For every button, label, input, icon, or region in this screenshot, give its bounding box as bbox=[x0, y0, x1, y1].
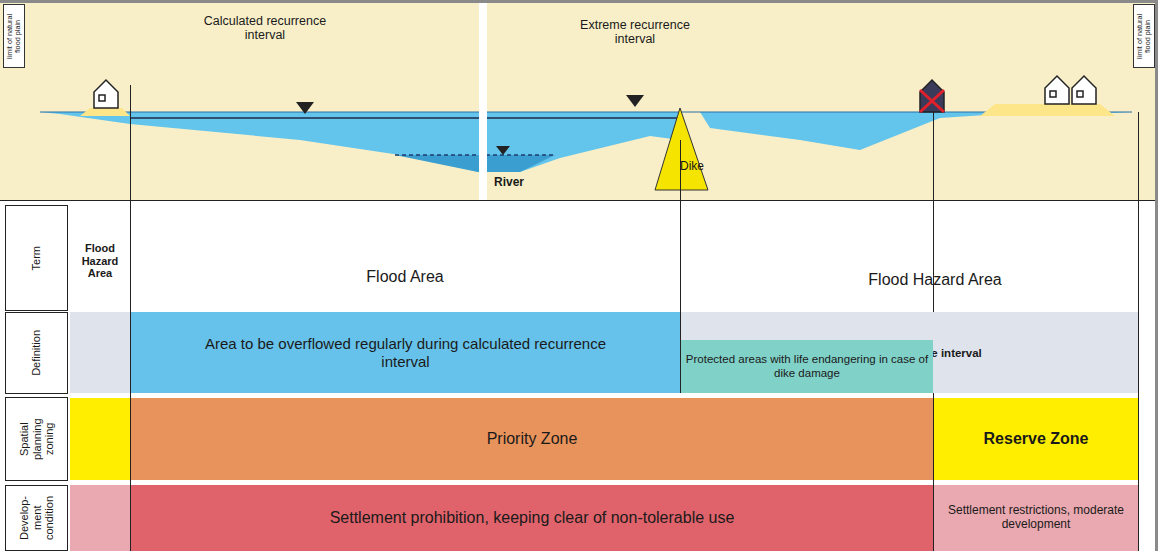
level-marker bbox=[296, 102, 314, 114]
cell-text: Area to be overflowed regularly during c… bbox=[191, 335, 620, 370]
filler-cell bbox=[70, 312, 130, 393]
prohibited-house bbox=[920, 80, 944, 112]
cell-text: Priority Zone bbox=[487, 430, 578, 448]
dike bbox=[655, 108, 708, 190]
level-marker bbox=[496, 146, 510, 155]
row-header: Develop-ment condition bbox=[5, 485, 68, 551]
river-gap bbox=[479, 0, 487, 200]
development-band: Settlement prohibition, keeping clear of… bbox=[131, 485, 933, 551]
definition-band: Area to be overflowed regularly during c… bbox=[131, 312, 680, 393]
water-right bbox=[700, 112, 1132, 150]
level-marker bbox=[626, 95, 644, 107]
row-header: Spatial planning zoning bbox=[5, 397, 68, 481]
house-icon bbox=[94, 76, 1096, 108]
house-mound bbox=[980, 104, 1115, 116]
ground bbox=[0, 0, 1158, 200]
definition-band: overflowed during defined extreme recurr… bbox=[681, 312, 1138, 393]
cell-text: Protected areas with life endangering in… bbox=[684, 353, 930, 379]
filler-cell bbox=[70, 485, 130, 551]
term-cell: Flood Hazard Area bbox=[760, 258, 1110, 303]
river-level bbox=[395, 154, 555, 156]
row-header: Definition bbox=[5, 312, 68, 394]
cell-text: Flood Hazard Area bbox=[868, 271, 1001, 289]
cell-text: Reserve Zone bbox=[984, 430, 1089, 448]
term-cell: Flood Hazard Area bbox=[70, 230, 130, 292]
limit-box: limit of natural flood plain bbox=[1133, 4, 1155, 68]
illustration-label: Calculated recurrence interval bbox=[190, 14, 340, 43]
house-mound bbox=[80, 108, 130, 116]
development-band: Settlement restrictions, moderate develo… bbox=[934, 485, 1138, 551]
calculated-level bbox=[130, 117, 680, 119]
cell-text: limit of natural flood plain bbox=[6, 8, 23, 64]
filler-cell bbox=[70, 398, 130, 480]
illustration-label: Extreme recurrence interval bbox=[560, 18, 710, 47]
term-cell: Flood Area bbox=[140, 255, 670, 300]
grid-line bbox=[0, 85, 1158, 551]
river-channel bbox=[395, 155, 555, 172]
cell-text: Definition bbox=[30, 330, 43, 376]
limit-box: limit of natural flood plain bbox=[3, 4, 25, 68]
cell-text: Develop-ment condition bbox=[18, 489, 56, 547]
water-left bbox=[40, 112, 680, 172]
cell-text: Term bbox=[30, 246, 43, 270]
zone-band: Priority Zone bbox=[131, 398, 933, 480]
illustration-label: Dike bbox=[672, 160, 712, 174]
illustration-label: River bbox=[489, 176, 529, 190]
cell-text: Spatial planning zoning bbox=[18, 401, 56, 477]
cell-text: limit of natural flood plain bbox=[1136, 8, 1153, 64]
zone-band: Reserve Zone bbox=[934, 398, 1138, 480]
row-header: Term bbox=[5, 205, 68, 311]
cell-text: Settlement prohibition, keeping clear of… bbox=[330, 509, 735, 527]
cell-text: Flood Hazard Area bbox=[73, 242, 127, 280]
cell-text: Settlement restrictions, moderate develo… bbox=[937, 504, 1135, 532]
cell-text: Flood Area bbox=[366, 268, 443, 286]
extreme-level bbox=[40, 112, 1132, 113]
protected-area-band: Protected areas with life endangering in… bbox=[681, 340, 933, 393]
